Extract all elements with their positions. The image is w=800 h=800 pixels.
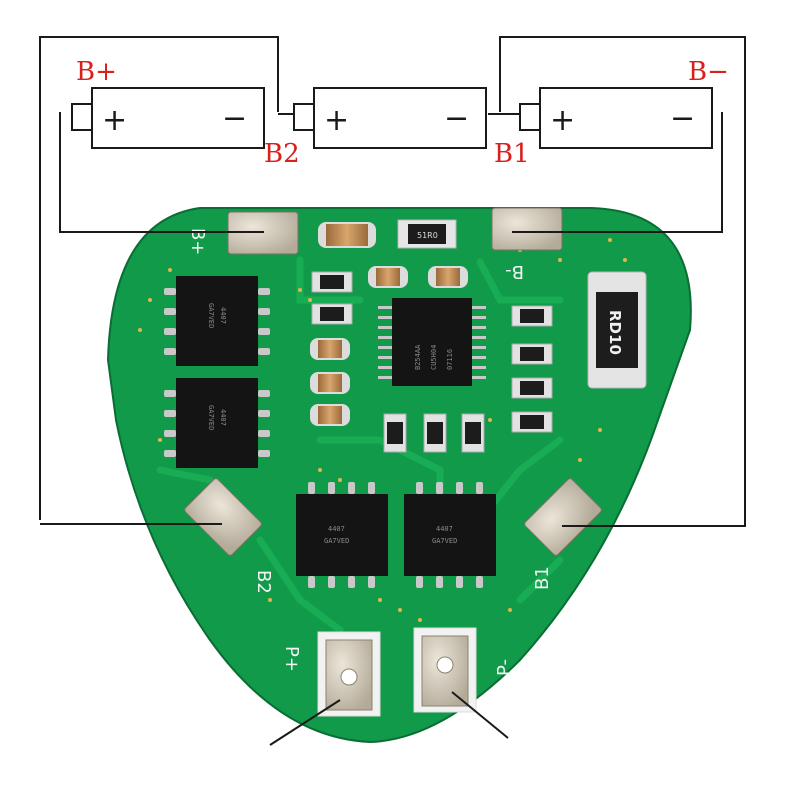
smd-resistor	[311, 271, 353, 293]
silk-b-plus: B+	[187, 228, 208, 255]
cell-plus-sign: +	[324, 103, 349, 138]
mosfet-marking-1: 4407	[436, 525, 453, 533]
smd-resistor	[383, 413, 407, 453]
smd-resistor	[461, 413, 485, 453]
mosfet-marking-1: 4407	[219, 409, 227, 426]
wiring	[39, 36, 746, 746]
mosfet-marking-1: 4407	[328, 525, 345, 533]
mosfet-marking-2: GA7VED	[324, 537, 349, 545]
smd-capacitor	[428, 266, 468, 288]
smd-resistor	[511, 343, 553, 365]
label-b-minus: B−	[688, 57, 729, 87]
mosfet-marking-2: GA7VED	[432, 537, 457, 545]
cell-minus-sign: −	[222, 101, 247, 136]
pad-b1	[524, 478, 602, 556]
pad-b2	[184, 478, 262, 556]
mosfet-marking-1: 4407	[219, 307, 227, 324]
resistor-rd10-label: RD10	[606, 310, 624, 355]
smd-passives	[310, 222, 553, 453]
smd-resistor	[423, 413, 447, 453]
ic-marking-3: 07116	[446, 349, 454, 370]
smd-resistor	[311, 303, 353, 325]
cell-minus-sign: −	[444, 101, 469, 136]
smd-resistor	[511, 411, 553, 433]
smd-capacitor	[310, 404, 350, 426]
smd-capacitor	[310, 338, 350, 360]
pad-p-minus	[413, 627, 477, 713]
label-b2: B2	[264, 139, 300, 169]
label-b-plus: B+	[76, 57, 117, 87]
resistor-51r0: 51R0	[397, 219, 457, 249]
cell-plus-sign: +	[102, 103, 127, 138]
cell-minus-sign: −	[670, 101, 695, 136]
smd-capacitor	[310, 372, 350, 394]
battery-cell: +−	[71, 87, 265, 149]
smd-capacitor	[368, 266, 408, 288]
mosfet-marking-2: GA7VED	[207, 303, 215, 328]
battery-cell: +−	[293, 87, 487, 149]
pad-p-plus	[317, 631, 381, 717]
smd-resistor	[511, 305, 553, 327]
cell-plus-sign: +	[550, 103, 575, 138]
silk-b-minus: B-	[505, 261, 524, 282]
battery-cells: +−+−+−	[71, 87, 713, 149]
ic-marking-2: CU5H04	[430, 345, 438, 370]
resistor-rd10: RD10	[587, 271, 647, 389]
mosfet-marking-2: GA7VED	[207, 405, 215, 430]
ic-marking-1: B254AA	[414, 344, 422, 370]
pad-b-minus	[491, 207, 563, 251]
silk-p-plus: P+	[281, 646, 302, 672]
resistor-51r0-label: 51R0	[417, 231, 438, 240]
smd-capacitor	[318, 222, 376, 248]
protection-ic: B254AA CU5H04 07116	[378, 298, 486, 386]
silk-b1: B1	[532, 566, 553, 590]
label-b1: B1	[494, 139, 530, 169]
mosfet-chip: 4407 GA7VED	[164, 378, 270, 468]
battery-cell: +−	[519, 87, 713, 149]
silk-p-minus: P-	[494, 659, 515, 676]
smd-resistor	[511, 377, 553, 399]
mosfet-chip: 4407 GA7VED	[164, 276, 270, 366]
silk-b2: B2	[253, 570, 274, 594]
